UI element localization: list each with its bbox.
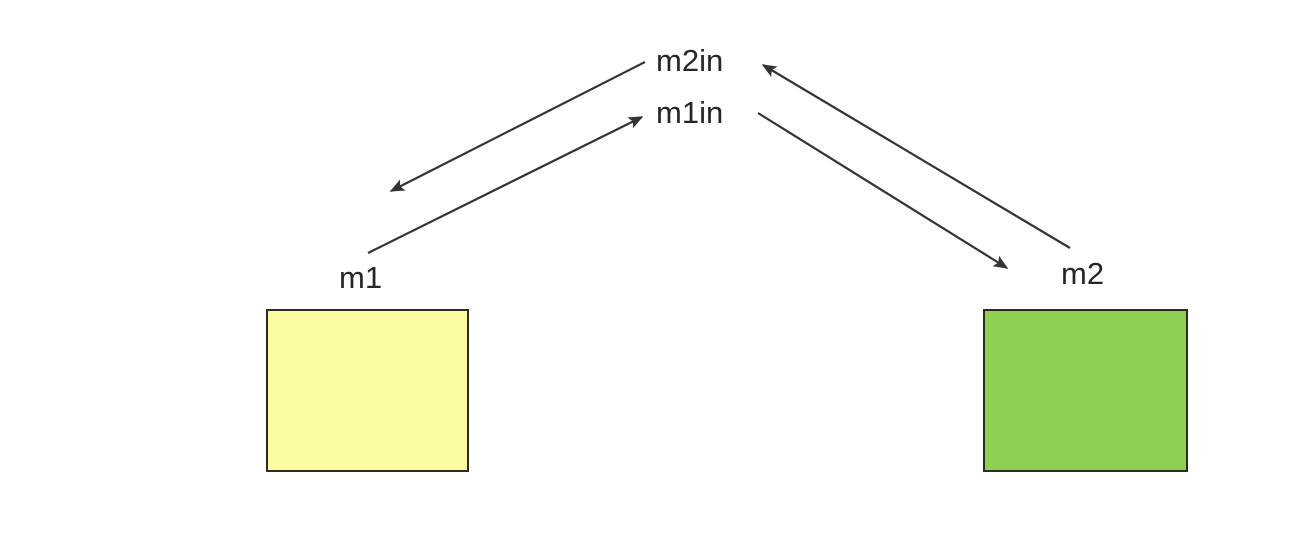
arrow-m1in-to-m2 <box>757 112 1009 269</box>
arrow-m1-to-m1in <box>367 116 644 254</box>
node-box-m1[interactable] <box>266 309 469 472</box>
port-label-m1in: m1in <box>656 95 724 130</box>
arrow-m2-to-m2in <box>761 64 1071 249</box>
node-box-m2[interactable] <box>983 309 1188 472</box>
port-label-m2in: m2in <box>656 43 724 78</box>
arrow-m2in-to-m1 <box>389 61 646 192</box>
node-label-m1: m1 <box>339 260 383 295</box>
node-label-m2: m2 <box>1061 256 1105 291</box>
